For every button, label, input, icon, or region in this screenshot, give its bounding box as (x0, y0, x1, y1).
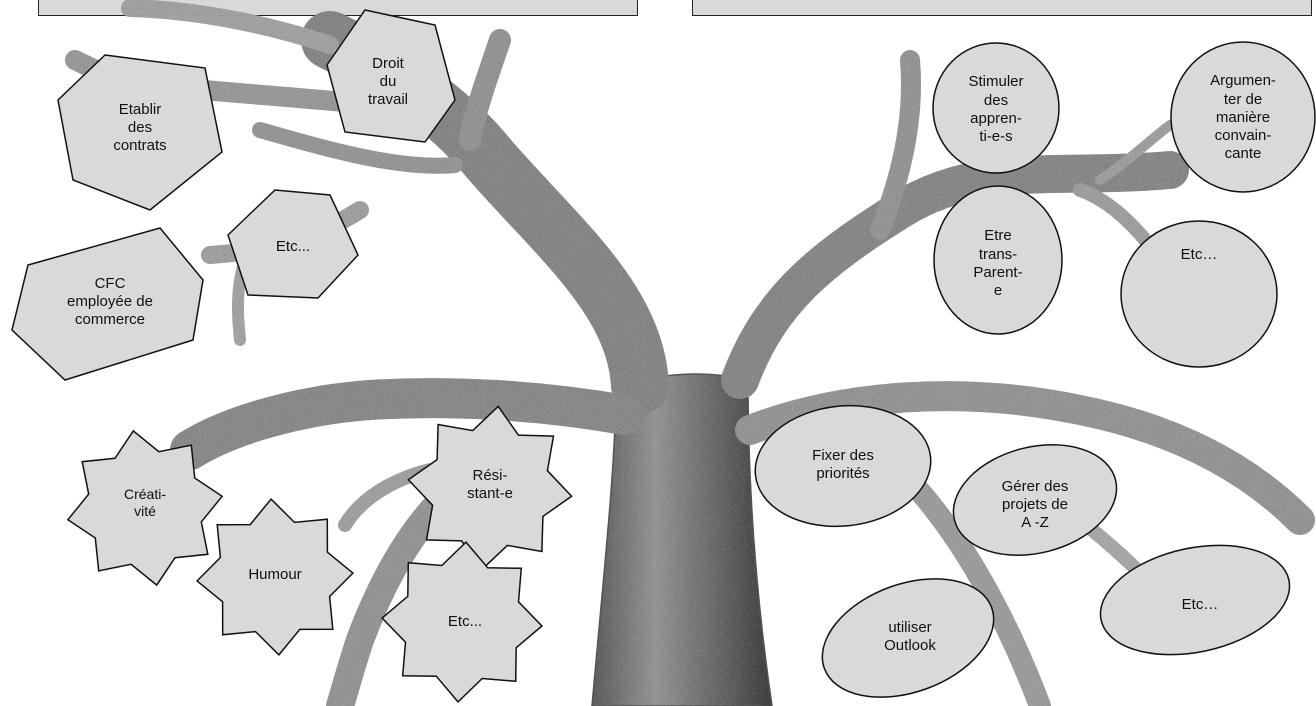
hexagon-droit (326, 9, 456, 143)
branch-to-hex-etc (252, 122, 463, 174)
ellipse-etc (1099, 544, 1291, 656)
hexagon-cfc (11, 227, 204, 381)
star-humour (195, 497, 355, 657)
star-resistant (407, 405, 573, 571)
tree-trunk (591, 373, 773, 706)
ellipse-gerer (952, 444, 1118, 556)
hexagon-etc (227, 189, 359, 299)
star-creativite (66, 429, 224, 587)
branch-upper-right-main (721, 151, 1189, 399)
ellipse-outlook (821, 578, 995, 698)
top-right-banner (692, 0, 1312, 16)
branch-lower-left-main (170, 378, 645, 470)
star-etc (381, 541, 543, 703)
circle-etre (933, 185, 1063, 335)
hexagon-etablir (57, 54, 223, 211)
branch-top-left-twig (121, 0, 339, 54)
branch-right-upper-twig (1095, 120, 1175, 185)
circle-argumenter (1170, 41, 1316, 193)
circle-stimuler (932, 42, 1060, 174)
circle-etc (1120, 220, 1278, 368)
branch-upper-right-rise (870, 50, 921, 240)
branch-to-droit (459, 29, 511, 151)
ellipse-fixer (754, 404, 932, 528)
